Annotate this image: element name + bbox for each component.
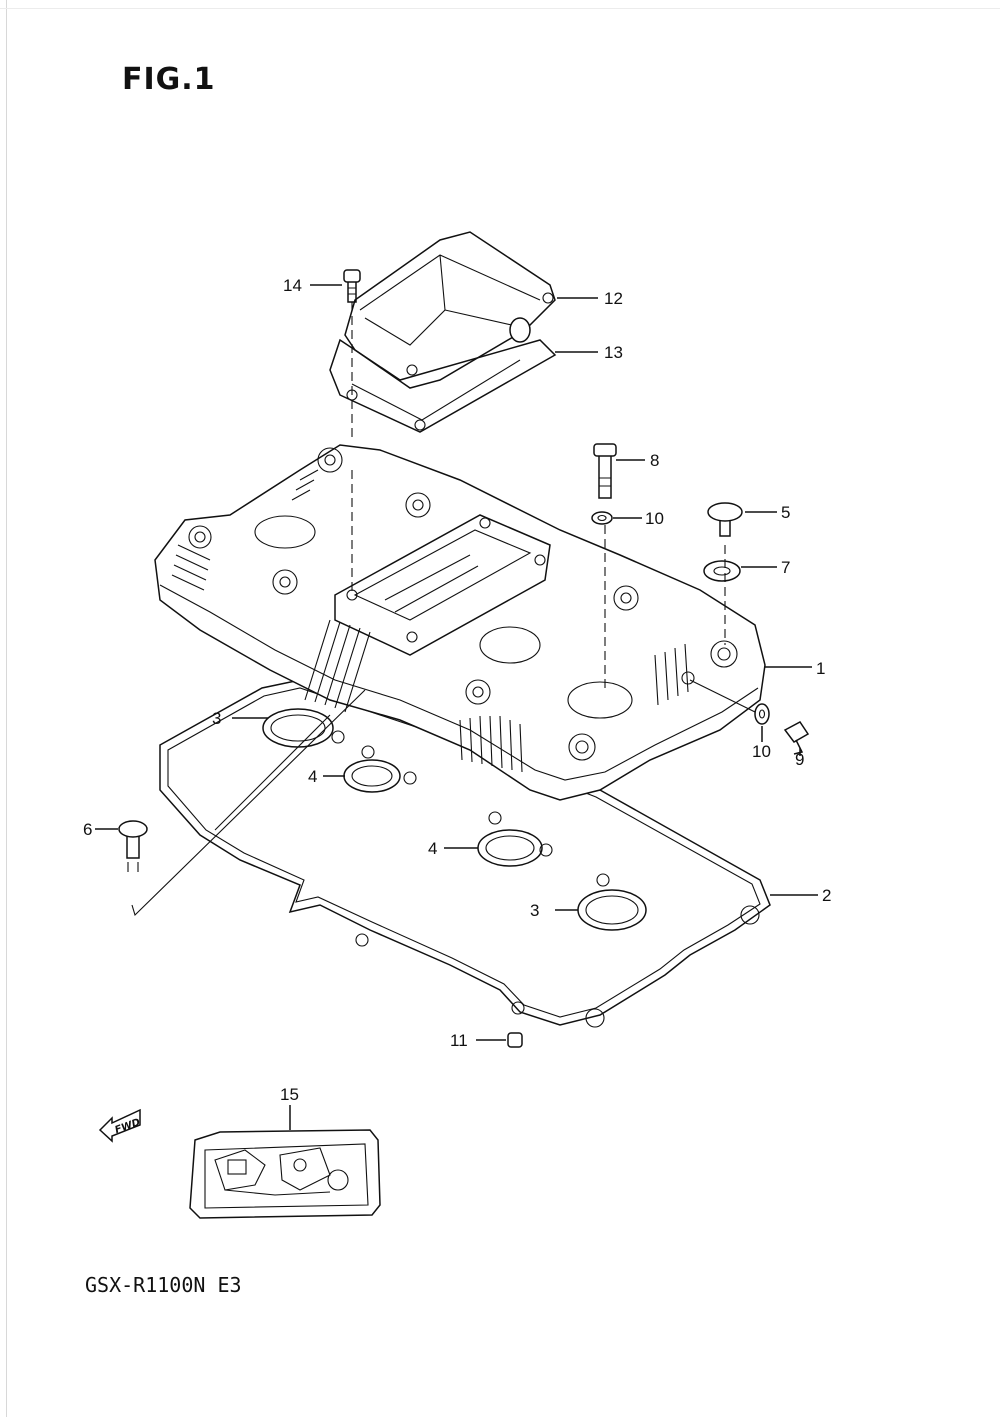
callout-3-upper: 3 (212, 709, 221, 728)
callout-12: 12 (604, 289, 623, 308)
callout-10-lower: 10 (752, 742, 771, 761)
cylinder-head-cover (154, 444, 766, 801)
bolt-5 (707, 502, 743, 537)
callout-15: 15 (280, 1085, 299, 1104)
callout-labels: 1 2 3 3 4 4 5 6 7 8 9 10 10 11 12 13 14 … (83, 276, 831, 1104)
figure-title: FIG.1 (122, 62, 216, 97)
dowel-pin-11 (507, 1032, 523, 1048)
plug-seal-4-upper (343, 745, 417, 793)
assembly-guide-lines (131, 302, 756, 917)
callout-14: 14 (283, 276, 302, 295)
bolt-9 (783, 721, 810, 755)
forward-arrow-icon: FWD (98, 1108, 142, 1143)
washer-10-upper (591, 511, 613, 525)
grommet-7 (703, 560, 741, 582)
callout-10-upper: 10 (645, 509, 664, 528)
bolt-8 (593, 443, 617, 499)
model-code: GSX-R1100N E3 (85, 1273, 242, 1297)
leader-lines (95, 284, 818, 1130)
scan-edge-top (0, 8, 1000, 9)
callout-8: 8 (650, 451, 659, 470)
callout-13: 13 (604, 343, 623, 362)
callout-4-upper: 4 (308, 767, 317, 786)
plug-seal-4-lower (477, 811, 553, 867)
callout-6: 6 (83, 820, 92, 839)
callout-2: 2 (822, 886, 831, 905)
callout-11: 11 (450, 1031, 468, 1050)
gasket-set-package (189, 1129, 381, 1219)
callout-5: 5 (781, 503, 790, 522)
callout-4-lower: 4 (428, 839, 437, 858)
callout-1: 1 (816, 659, 825, 678)
washer-10-lower (754, 703, 770, 725)
plug-seal-3-lower (577, 873, 647, 931)
bolt-6 (118, 820, 148, 872)
callout-9: 9 (795, 750, 804, 769)
scan-edge-left (6, 0, 7, 1417)
callout-7: 7 (781, 558, 790, 577)
callout-3-lower: 3 (530, 901, 539, 920)
bolt-14 (343, 269, 361, 303)
